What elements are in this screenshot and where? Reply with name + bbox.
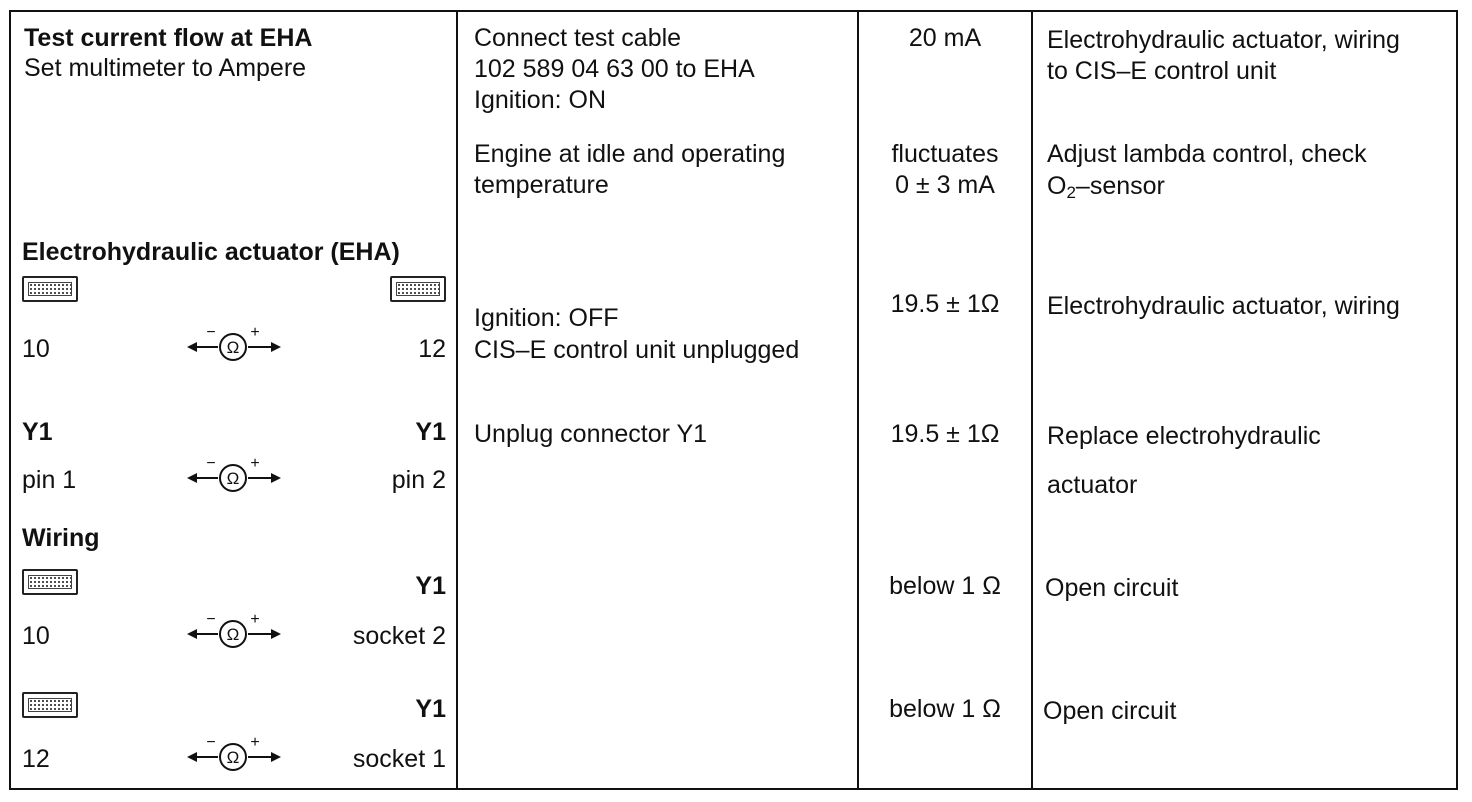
eha-section-title: Electrohydraulic actuator (EHA): [22, 238, 400, 266]
condition-1-line2: 102 589 04 63 00 to EHA: [474, 55, 755, 83]
remedy-2-line1: Adjust lambda control, check: [1047, 140, 1367, 168]
ohmmeter-icon: Ω− +: [187, 326, 281, 361]
eha-pin-left: 10: [22, 335, 50, 363]
ohm-symbol: Ω: [227, 469, 240, 488]
spec-1: 20 mA: [908, 24, 982, 52]
spec-3: 19.5 ± 1Ω: [890, 290, 1000, 318]
remedy-5: Open circuit: [1045, 574, 1179, 602]
y1-pin-right: pin 2: [391, 466, 446, 494]
y1-pin-left: pin 1: [22, 466, 77, 494]
connector-plug-icon: [22, 692, 78, 718]
minus-sign: −: [206, 457, 215, 472]
column-divider-3: [1031, 10, 1033, 790]
connector-plug-icon: [390, 276, 446, 302]
wiring2-pin-left: 12: [22, 745, 50, 773]
column-divider-1: [456, 10, 458, 790]
condition-1-line1: Connect test cable: [474, 24, 682, 52]
wiring1-pin-left: 10: [22, 622, 50, 650]
remedy-4-line2: actuator: [1047, 471, 1138, 499]
ohm-symbol: Ω: [227, 625, 240, 644]
plus-sign: +: [250, 736, 259, 751]
ohmmeter-icon: Ω− +: [187, 736, 281, 771]
ohmmeter-icon: Ω− +: [187, 457, 281, 492]
wiring-section-title: Wiring: [22, 524, 100, 552]
connector-plug-icon: [22, 276, 78, 302]
column-divider-2: [857, 10, 859, 790]
condition-4-line1: Unplug connector Y1: [474, 420, 708, 448]
spec-2-line2: 0 ± 3 mA: [895, 171, 995, 199]
wiring1-right-head: Y1: [415, 572, 446, 600]
remedy-1-line2: to CIS–E control unit: [1047, 57, 1277, 85]
table-frame: [9, 10, 1458, 790]
wiring2-pin-right: socket 1: [352, 745, 446, 773]
test-current-title: Test current flow at EHA: [24, 24, 313, 52]
spec-2-line1: fluctuates: [891, 140, 999, 168]
remedy-2-line2: O2–sensor: [1047, 170, 1165, 202]
condition-1-line3: Ignition: ON: [474, 86, 607, 114]
condition-3-line1: Ignition: OFF: [474, 304, 619, 332]
remedy-1-line1: Electrohydraulic actuator, wiring: [1047, 26, 1400, 54]
connector-plug-icon: [22, 569, 78, 595]
minus-sign: −: [206, 613, 215, 628]
ohm-symbol: Ω: [227, 338, 240, 357]
wiring1-pin-right: socket 2: [352, 622, 446, 650]
plus-sign: +: [250, 457, 259, 472]
spec-6: below 1 Ω: [889, 695, 1001, 723]
ohm-symbol: Ω: [227, 748, 240, 767]
plus-sign: +: [250, 326, 259, 341]
remedy-3: Electrohydraulic actuator, wiring: [1047, 292, 1400, 320]
condition-2-line1: Engine at idle and operating: [474, 140, 786, 168]
remedy-2-suffix: –sensor: [1075, 172, 1165, 200]
y1-left-head: Y1: [22, 418, 53, 446]
y1-right-head: Y1: [415, 418, 446, 446]
remedy-2-prefix: O: [1047, 172, 1067, 200]
remedy-2-subscript: 2: [1066, 183, 1076, 202]
plus-sign: +: [250, 613, 259, 628]
wiring2-right-head: Y1: [415, 695, 446, 723]
eha-pin-right: 12: [418, 335, 446, 363]
test-current-subtitle: Set multimeter to Ampere: [24, 54, 307, 82]
remedy-6: Open circuit: [1043, 697, 1177, 725]
remedy-4-line1: Replace electrohydraulic: [1047, 422, 1321, 450]
condition-2-line2: temperature: [474, 171, 609, 199]
minus-sign: −: [206, 326, 215, 341]
ohmmeter-icon: Ω− +: [187, 613, 281, 648]
condition-3-line2: CIS–E control unit unplugged: [474, 336, 800, 364]
minus-sign: −: [206, 736, 215, 751]
spec-5: below 1 Ω: [889, 572, 1001, 600]
spec-4: 19.5 ± 1Ω: [890, 420, 1000, 448]
